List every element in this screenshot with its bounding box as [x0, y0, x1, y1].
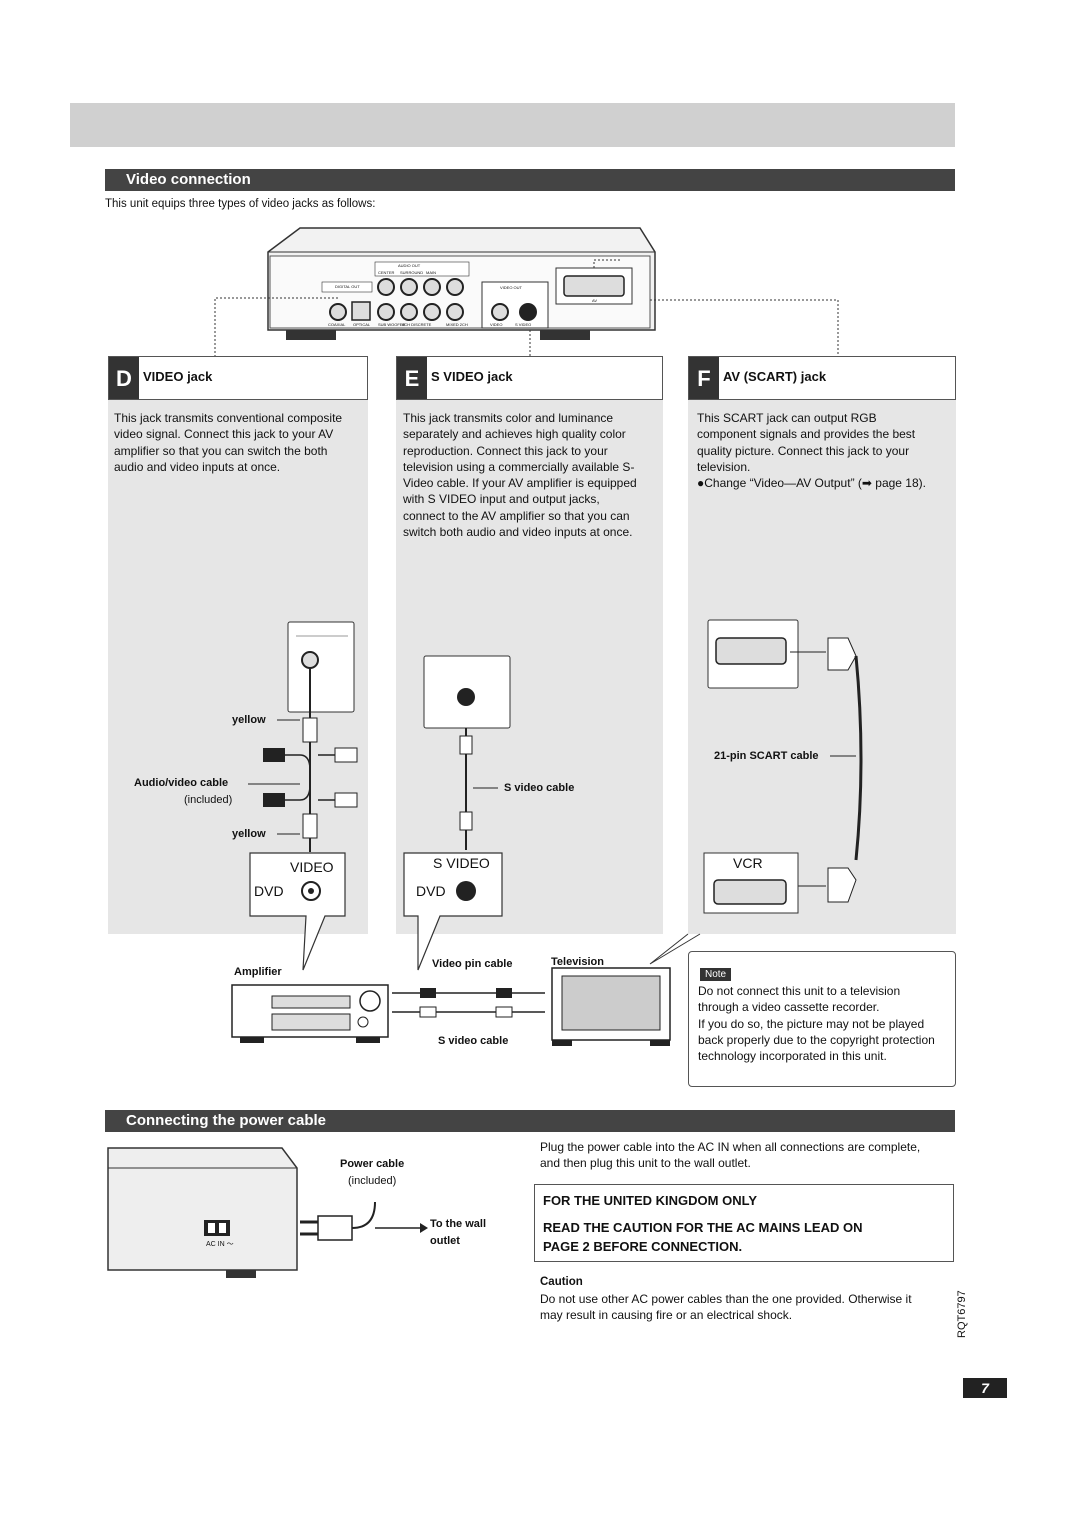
- label-to-wall: To the wall: [430, 1218, 487, 1230]
- label-digital-out: DIGITAL OUT: [335, 284, 360, 289]
- power-cable-illustration: [107, 1147, 428, 1278]
- label-included: (included): [184, 794, 233, 806]
- label-power-cable: Power cable: [340, 1158, 405, 1170]
- label-surround: SURROUND: [400, 270, 424, 275]
- label-mixed: MIXED 2CH: [446, 322, 468, 327]
- jack-header-d: D VIDEO jack: [108, 356, 368, 400]
- document-code: RQT6797: [956, 1290, 968, 1338]
- label-yellow-top: yellow: [232, 714, 266, 726]
- jack-title: VIDEO jack: [143, 369, 213, 384]
- jack-e-description: This jack transmits color and luminance …: [403, 411, 637, 540]
- jack-f-description: This SCART jack can output RGB component…: [697, 411, 926, 491]
- label-s-video: S VIDEO: [515, 322, 532, 327]
- jack-letter: D: [109, 357, 139, 399]
- label-box-e-dvd: DVD: [416, 883, 446, 899]
- label-box-d-dvd: DVD: [254, 883, 284, 899]
- connection-diagram: [231, 619, 863, 1046]
- jack-header-e: E S VIDEO jack: [396, 356, 663, 400]
- power-intro-text: Plug the power cable into the AC IN when…: [540, 1140, 921, 1171]
- label-sub-woofer: SUB WOOFER: [378, 322, 406, 327]
- note-tag: Note: [700, 968, 732, 981]
- section-title-power: Connecting the power cable: [105, 1110, 955, 1132]
- label-main: MAIN: [426, 270, 436, 275]
- jack-title: AV (SCART) jack: [723, 369, 827, 384]
- video-intro-text: This unit equips three types of video ja…: [105, 198, 376, 210]
- label-vcr: VCR: [733, 855, 763, 871]
- label-video: VIDEO: [490, 322, 503, 327]
- label-video-out: VIDEO OUT: [500, 285, 523, 290]
- label-television: Television: [551, 956, 604, 968]
- panel-e: [396, 356, 663, 934]
- label-yellow-bottom: yellow: [232, 828, 266, 840]
- label-box-e-svideo: S VIDEO: [433, 855, 490, 871]
- label-optical: OPTICAL: [353, 322, 371, 327]
- section-title-video: Video connection: [105, 169, 955, 191]
- label-coaxial: COAXIAL: [328, 322, 346, 327]
- page-number: 7: [963, 1378, 1007, 1398]
- label-box-d-video: VIDEO: [290, 859, 334, 875]
- jack-title: S VIDEO jack: [431, 369, 513, 384]
- label-av: AV: [592, 298, 598, 303]
- caution-title: Caution: [540, 1276, 583, 1288]
- uk-warning-box: FOR THE UNITED KINGDOM ONLY READ THE CAU…: [534, 1184, 954, 1262]
- jack-letter: F: [689, 357, 719, 399]
- jack-header-f: F AV (SCART) jack: [688, 356, 956, 400]
- note-text: Do not connect this unit to a television…: [698, 984, 935, 1064]
- label-video-pin-cable: Video pin cable: [432, 958, 513, 970]
- label-ac-in: AC IN ～: [206, 1241, 234, 1248]
- uk-title: FOR THE UNITED KINGDOM ONLY: [543, 1193, 758, 1208]
- jack-letter: E: [397, 357, 427, 399]
- label-s-video-cable: S video cable: [504, 782, 575, 794]
- dvd-rear-panel-illustration: [214, 227, 839, 356]
- label-av-cable: Audio/video cable: [134, 777, 229, 789]
- uk-line-2: PAGE 2 BEFORE CONNECTION.: [543, 1239, 743, 1254]
- label-s-video-cable-2: S video cable: [438, 1035, 509, 1047]
- label-center: CENTER: [378, 270, 395, 275]
- label-outlet: outlet: [430, 1235, 460, 1247]
- label-6ch: 6CH DISCRETE: [402, 322, 432, 327]
- label-scart-cable: 21-pin SCART cable: [714, 750, 819, 762]
- label-amplifier: Amplifier: [234, 966, 282, 978]
- note-box: [688, 951, 956, 1087]
- label-power-included: (included): [348, 1175, 397, 1187]
- uk-line-1: READ THE CAUTION FOR THE AC MAINS LEAD O…: [543, 1220, 863, 1235]
- jack-d-description: This jack transmits conventional composi…: [114, 411, 343, 474]
- label-audio-out: AUDIO OUT: [398, 263, 421, 268]
- caution-text: Do not use other AC power cables than th…: [540, 1292, 912, 1323]
- header-band: [70, 103, 955, 147]
